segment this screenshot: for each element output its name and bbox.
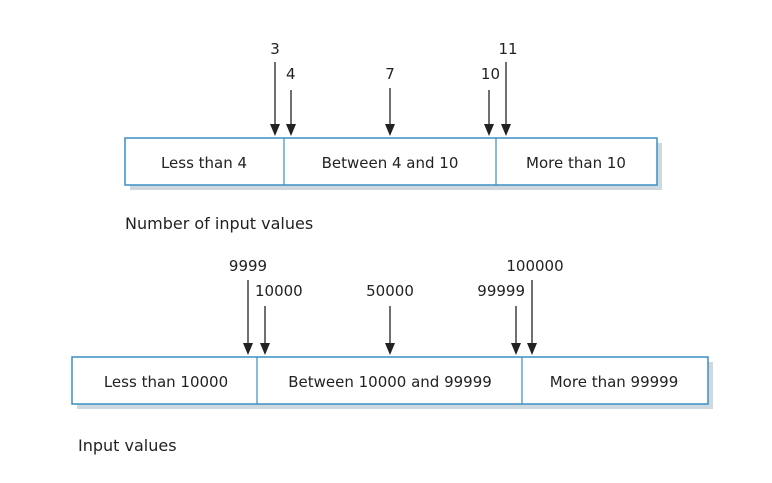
test-value-label-10000: 10000 [255,282,303,300]
test-value-label-10: 10 [481,65,500,83]
test-value-label-50000: 50000 [366,282,414,300]
partition-label-less-than-4: Less than 4 [161,154,247,172]
partition-label-less-than-10000: Less than 10000 [104,373,228,391]
diagram-number-of-input-values: Less than 4 Between 4 and 10 More than 1… [124,40,662,233]
partition-box [71,356,709,405]
test-value-arrow-4 [286,90,296,136]
partition-label-more-than-10: More than 10 [526,154,626,172]
test-value-arrow-10000 [260,306,270,355]
test-value-arrow-50000 [385,306,395,355]
test-value-label-9999: 9999 [229,257,267,275]
partition-box [124,137,658,186]
diagram-caption: Number of input values [125,214,313,233]
test-value-arrow-100000 [527,280,537,355]
test-value-arrow-9999 [243,280,253,355]
diagram-input-values: Less than 10000 Between 10000 and 99999 … [71,257,713,455]
test-value-arrow-10 [484,90,494,136]
test-value-label-99999: 99999 [477,282,525,300]
test-value-label-11: 11 [498,40,517,58]
partition-label-between-4-and-10: Between 4 and 10 [322,154,459,172]
test-value-label-7: 7 [385,65,395,83]
test-value-arrow-7 [385,88,395,136]
test-value-label-100000: 100000 [506,257,563,275]
test-value-label-4: 4 [286,65,296,83]
diagram-caption: Input values [78,436,177,455]
test-value-arrow-99999 [511,306,521,355]
test-value-arrow-11 [501,62,511,136]
test-value-label-3: 3 [270,40,280,58]
test-value-arrow-3 [270,62,280,136]
partition-label-between-10000-and-99999: Between 10000 and 99999 [288,373,492,391]
partition-label-more-than-99999: More than 99999 [550,373,679,391]
